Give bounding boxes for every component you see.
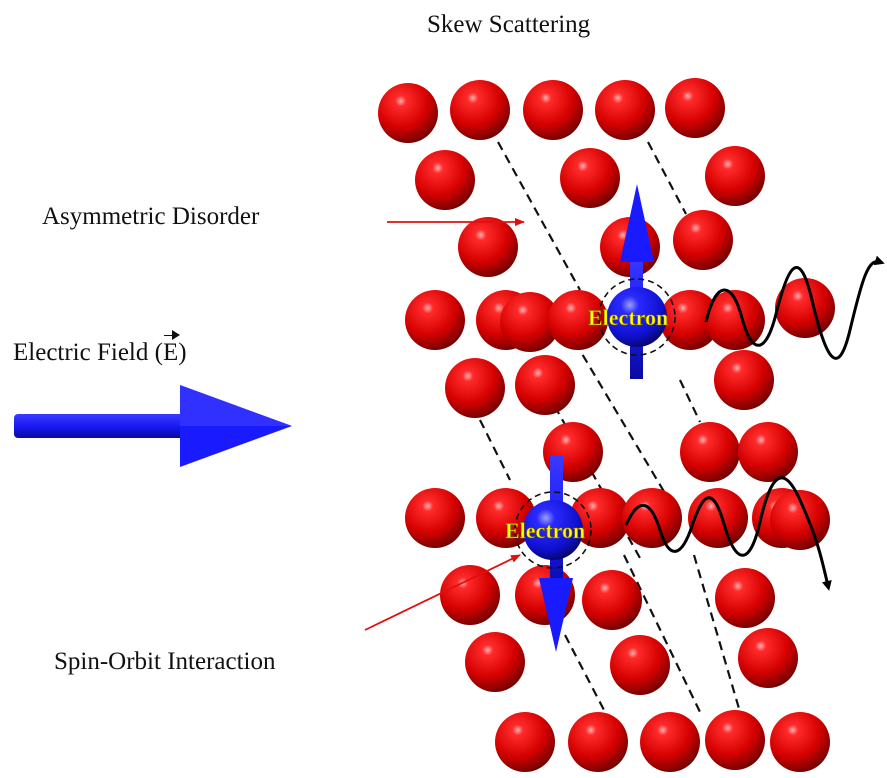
lattice-atom (673, 210, 733, 270)
electric-field-arrow (14, 385, 292, 467)
lattice-atom (610, 635, 670, 695)
spin-up-arrow-head (620, 184, 654, 262)
lattice-atom (445, 358, 505, 418)
lattice-atom (548, 290, 608, 350)
electric-field-close: ) (178, 339, 187, 366)
asymmetric-disorder-label: Asymmetric Disorder (42, 203, 260, 230)
lattice-atom (595, 80, 655, 140)
lattice-atom (515, 355, 575, 415)
field-arrow-shaft (14, 414, 186, 438)
lattice-atom (775, 278, 835, 338)
lattice-atom (665, 78, 725, 138)
lattice-atom (378, 83, 438, 143)
lattice-atom (738, 628, 798, 688)
lattice-atom (568, 712, 628, 772)
electric-field-text: Electric Field ( (13, 339, 163, 366)
lattice-atom (582, 570, 642, 630)
lattice-atom (405, 290, 465, 350)
lattice-atom (688, 488, 748, 548)
lattice-atoms (378, 78, 835, 772)
scattered-wave-down (624, 476, 832, 591)
lattice-atom (560, 148, 620, 208)
electric-field-label: Electric Field (E) (13, 330, 187, 366)
electron-spin-up: Electron (588, 184, 676, 379)
spin-orbit-label: Spin-Orbit Interaction (54, 648, 276, 675)
lattice-atom (450, 80, 510, 140)
lattice-atom (738, 422, 798, 482)
diagram-title: Skew Scattering (427, 11, 591, 38)
electron-spin-down: Electron (505, 455, 592, 652)
spin-down-arrow-head (539, 578, 573, 652)
lattice-atom (640, 712, 700, 772)
lattice-atom (714, 350, 774, 410)
lattice-atom (570, 488, 630, 548)
lattice-atom (458, 217, 518, 277)
lattice-atom (622, 488, 682, 548)
lattice-atom (680, 422, 740, 482)
electron-orbit-dashed (514, 491, 592, 569)
lattice-atom (440, 565, 500, 625)
electron-label: Electron (588, 305, 668, 330)
lattice-atom (523, 80, 583, 140)
lattice-atom (465, 632, 525, 692)
lattice-atom (705, 146, 765, 206)
lattice-atom (476, 488, 536, 548)
lattice-atom (495, 712, 555, 772)
lattice-atom (770, 712, 830, 772)
electron-orbit-dashed (598, 278, 676, 356)
lattice-atom (415, 150, 475, 210)
lattice-atom (715, 568, 775, 628)
lattice-atom (705, 710, 765, 770)
electron-sphere (607, 287, 667, 347)
spin-orbit-pointer (364, 554, 521, 631)
scattered-wave-up (704, 255, 885, 360)
electron-label: Electron (505, 518, 585, 543)
lattice-atom (405, 488, 465, 548)
lattice-atom (500, 292, 560, 352)
lattice-atom (705, 290, 765, 350)
electron-sphere (523, 500, 583, 560)
vector-e-symbol: E (162, 330, 181, 366)
lattice-atom (660, 290, 720, 350)
